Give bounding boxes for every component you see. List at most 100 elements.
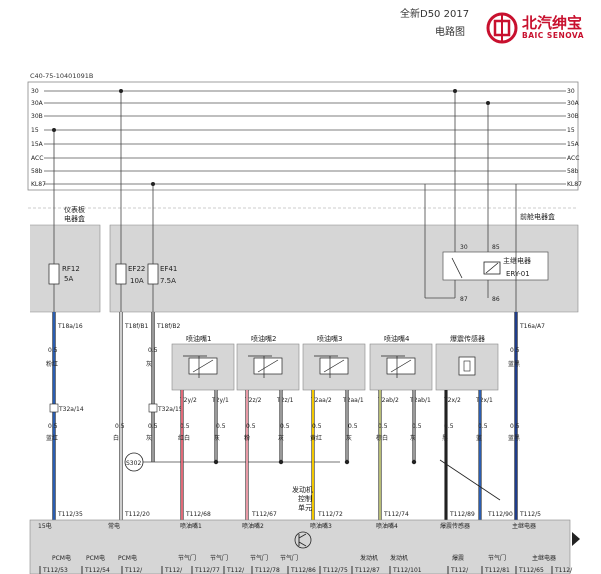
fuse-ef41-id: EF41 <box>160 265 177 273</box>
component-name-3: 喷油嘴4 <box>384 334 410 343</box>
fuse-rf12[interactable] <box>48 263 60 285</box>
ecu-top-label-5: 喷油嘴4 <box>376 522 398 530</box>
component-name-4: 爆震传感器 <box>450 334 485 343</box>
component-pin-a-1: T2z/2 <box>244 397 262 404</box>
brand-name-cn: 北汽绅宝 <box>522 14 583 32</box>
upper-wire-color-0: 粉红 <box>46 360 58 368</box>
lower-wire-color-4: 灰 <box>214 434 220 442</box>
ecu-top-label-4: 喷油嘴3 <box>310 522 332 530</box>
component-pin-b-3: T2ab/1 <box>409 397 431 404</box>
ecu-top-pin-3: T112/67 <box>251 511 277 518</box>
lower-wire-size-3: 0.5 <box>180 423 190 430</box>
lower-wire-size-5: 0.5 <box>246 423 256 430</box>
lower-wire-size-9: 0.5 <box>378 423 388 430</box>
lower-wire-color-11: 黑 <box>442 435 448 442</box>
lower-wire-size-1: 0.5 <box>115 423 125 430</box>
ecu-bottom-label-6: 节气门 <box>280 554 298 562</box>
lower-wire-size-10: 0.5 <box>412 423 422 430</box>
ecu-bottom-label-4: 节气门 <box>210 554 228 562</box>
rail-label-right-5: ACC <box>567 155 579 162</box>
ecu-top-pin-0: T112/35 <box>57 511 83 518</box>
ip-fuse-box <box>30 224 101 313</box>
ecu-bottom-label-9: 爆震 <box>452 554 464 562</box>
ecu-top-pin-6: T112/89 <box>449 511 475 518</box>
ecu-bottom-pin-4: T112/77 <box>194 567 220 574</box>
ecu-bottom-label-10: 节气门 <box>488 554 506 562</box>
lower-wire-size-0: 0.5 <box>48 423 58 430</box>
ecu-top-label-3: 喷油嘴2 <box>242 522 264 530</box>
component-pin-a-4: T2x/2 <box>443 397 461 404</box>
relay-pin-30: 30 <box>460 244 468 251</box>
fuse-ef41[interactable] <box>147 263 159 285</box>
document-title: 全新D50 2017 <box>400 9 470 20</box>
lower-wire-size-8: 0.5 <box>348 423 358 430</box>
relay-pin-86: 86 <box>492 296 500 303</box>
rail-label-left-4: 15A <box>31 141 44 148</box>
lower-wire-color-8: 灰 <box>346 434 352 442</box>
rail-label-left-2: 30B <box>31 113 43 120</box>
box-terminal-1: T18f/B1 <box>124 323 149 330</box>
ecu-bottom-label-2: PCM电 <box>118 554 137 562</box>
ecu-bottom-pin-1: T112/54 <box>84 567 110 574</box>
knock-sensor-icon <box>458 356 476 376</box>
next-page-arrow-icon[interactable] <box>572 532 580 546</box>
junction-ef22 <box>119 89 123 93</box>
lower-wire-color-2: 灰 <box>146 434 152 442</box>
lower-wire-color-7: 黄红 <box>310 434 322 442</box>
brand-name-en: BAIC SENOVA <box>522 31 585 40</box>
lower-wire-size-4: 0.5 <box>216 423 226 430</box>
ecu-top-pin-4: T112/72 <box>317 511 343 518</box>
splice-junction-3 <box>411 459 417 465</box>
lower-wire-size-13: 0.5 <box>510 423 520 430</box>
lower-wire-color-10: 灰 <box>410 434 416 442</box>
ecu-bottom-pin-7: T112/86 <box>290 567 316 574</box>
ecu-top-label-6: 爆震传感器 <box>440 522 470 530</box>
lower-wire-color-5: 粉 <box>244 434 250 442</box>
connector-t32-label-1: T32a/15 <box>157 406 183 413</box>
connector-t32-0 <box>49 403 59 413</box>
rail-label-left-5: ACC <box>31 155 43 162</box>
fuse-ef22[interactable] <box>115 263 127 285</box>
fuse-ef41-rating: 7.5A <box>160 277 176 285</box>
ecu-bottom-pin-5: T112/ <box>226 567 245 574</box>
lower-wire-size-12: 0.5 <box>478 423 488 430</box>
junction-rf12 <box>52 128 56 132</box>
ecu-top-label-7: 主继电器 <box>512 522 536 530</box>
box-terminal-2: T18f/B2 <box>156 323 181 330</box>
ecu-bottom-pin-13: T112/65 <box>518 567 544 574</box>
lower-wire-color-6: 灰 <box>278 434 284 442</box>
knock-shield-line <box>439 459 501 501</box>
rail-label-right-4: 15A <box>567 141 580 148</box>
ecu-top-pin-1: T112/20 <box>124 511 150 518</box>
rail-label-left-7: KL87 <box>31 181 46 188</box>
relay-name: 主继电器 <box>503 256 531 265</box>
box-terminal-0: T18a/16 <box>57 323 83 330</box>
ecu-bottom-label-0: PCM电 <box>52 554 71 562</box>
ecu-top-pin-5: T112/74 <box>383 511 409 518</box>
rail-label-right-2: 30B <box>567 113 579 120</box>
fuse-ef22-rating: 10A <box>130 277 144 285</box>
upper-wire-color-1: 灰 <box>146 360 152 368</box>
lower-wire-color-0: 蓝红 <box>46 434 58 442</box>
ecu-top-pin-2: T112/68 <box>185 511 211 518</box>
document-subtitle: 电路图 <box>435 27 465 38</box>
ecu-name: 发动机 控制 单元 <box>292 485 315 512</box>
connector-t32-label-0: T32a/14 <box>58 406 84 413</box>
splice-s302[interactable] <box>124 452 144 472</box>
ecu-bottom-label-3: 节气门 <box>178 554 196 562</box>
lower-wire-color-12: 蓝 <box>476 434 482 442</box>
ecu-bottom-label-1: PCM电 <box>86 554 105 562</box>
engine-control-unit[interactable] <box>29 519 571 574</box>
ecu-bottom-label-8: 发动机 <box>390 554 408 562</box>
ecu-top-label-2: 喷油嘴1 <box>180 522 202 530</box>
relay-pin-87: 87 <box>460 296 468 303</box>
fuse-ef22-id: EF22 <box>128 265 145 273</box>
ecu-bottom-pin-11: T112/ <box>450 567 469 574</box>
component-pin-a-2: T2aa/2 <box>310 397 332 404</box>
ip-box-label: 仪表板 电器盒 <box>64 205 87 223</box>
rail-label-right-0: 30 <box>567 88 575 95</box>
ecu-bottom-pin-3: T112/ <box>164 567 183 574</box>
component-name-0: 喷油嘴1 <box>186 334 211 343</box>
